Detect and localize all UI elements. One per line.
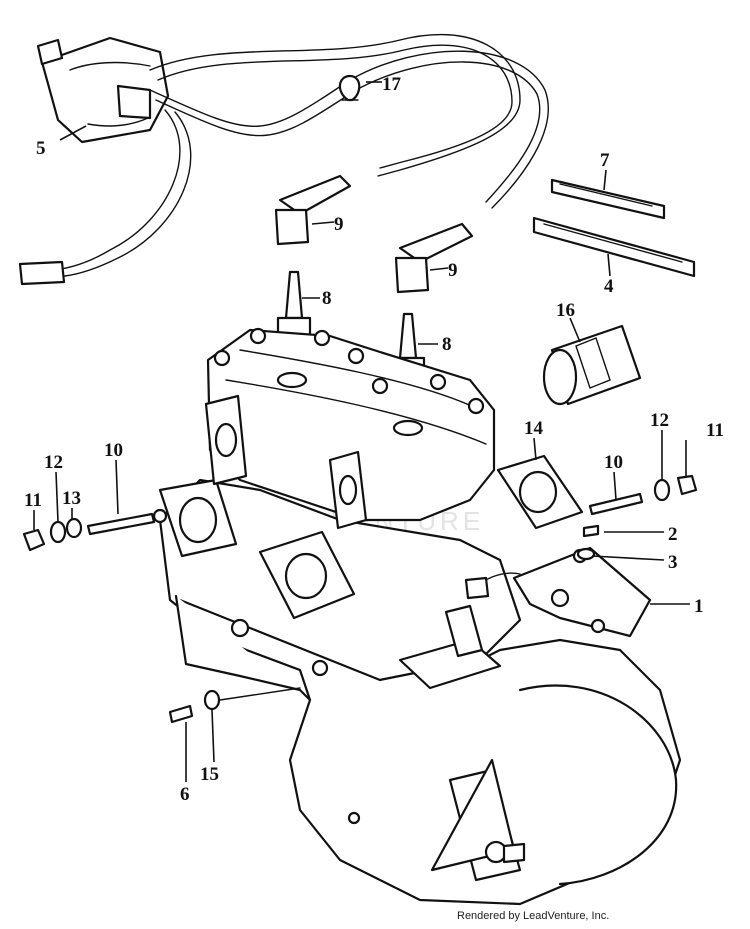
callout-8-left: 8 <box>322 288 332 309</box>
exhaust-gasket <box>496 454 584 530</box>
engine-assembly <box>158 327 682 906</box>
filter-sleeve <box>542 324 642 406</box>
right-stud-kit <box>576 474 698 561</box>
left-stud-kit <box>22 508 168 552</box>
callout-9-right: 9 <box>448 260 458 281</box>
callout-15: 15 <box>200 764 219 785</box>
drain-bolt <box>168 687 301 724</box>
gasket-7 <box>550 178 666 220</box>
callout-10-left: 10 <box>104 440 123 461</box>
callout-13: 13 <box>62 488 81 509</box>
wire-clip <box>338 74 361 102</box>
callout-6: 6 <box>180 784 190 805</box>
render-credit: Rendered by LeadVenture, Inc. <box>457 910 610 922</box>
callout-12-left: 12 <box>44 452 63 473</box>
callout-4: 4 <box>604 276 614 297</box>
coil-wire <box>18 109 192 286</box>
callout-16: 16 <box>556 300 575 321</box>
leader-lines <box>33 81 690 782</box>
callout-10-right: 10 <box>604 452 623 473</box>
gasket-4 <box>532 216 696 278</box>
callout-2: 2 <box>668 524 678 545</box>
callout-9-left: 9 <box>334 214 344 235</box>
callout-5: 5 <box>36 138 46 159</box>
plug-cap-left <box>274 174 352 246</box>
callout-3: 3 <box>668 552 678 573</box>
callout-11-right: 11 <box>706 420 724 441</box>
callout-labels: 1 2 3 4 5 6 7 8 8 9 9 10 10 11 11 12 12 … <box>24 74 724 805</box>
callout-11-left: 11 <box>24 490 42 511</box>
callout-14: 14 <box>524 418 544 439</box>
high-tension-leads <box>149 33 549 209</box>
callout-8-right: 8 <box>442 334 452 355</box>
callout-1: 1 <box>694 596 704 617</box>
callout-17: 17 <box>382 74 402 95</box>
callout-12-right: 12 <box>650 410 669 431</box>
plug-cap-right <box>394 222 474 294</box>
callout-7: 7 <box>600 150 610 171</box>
ignition-coil <box>36 36 170 144</box>
